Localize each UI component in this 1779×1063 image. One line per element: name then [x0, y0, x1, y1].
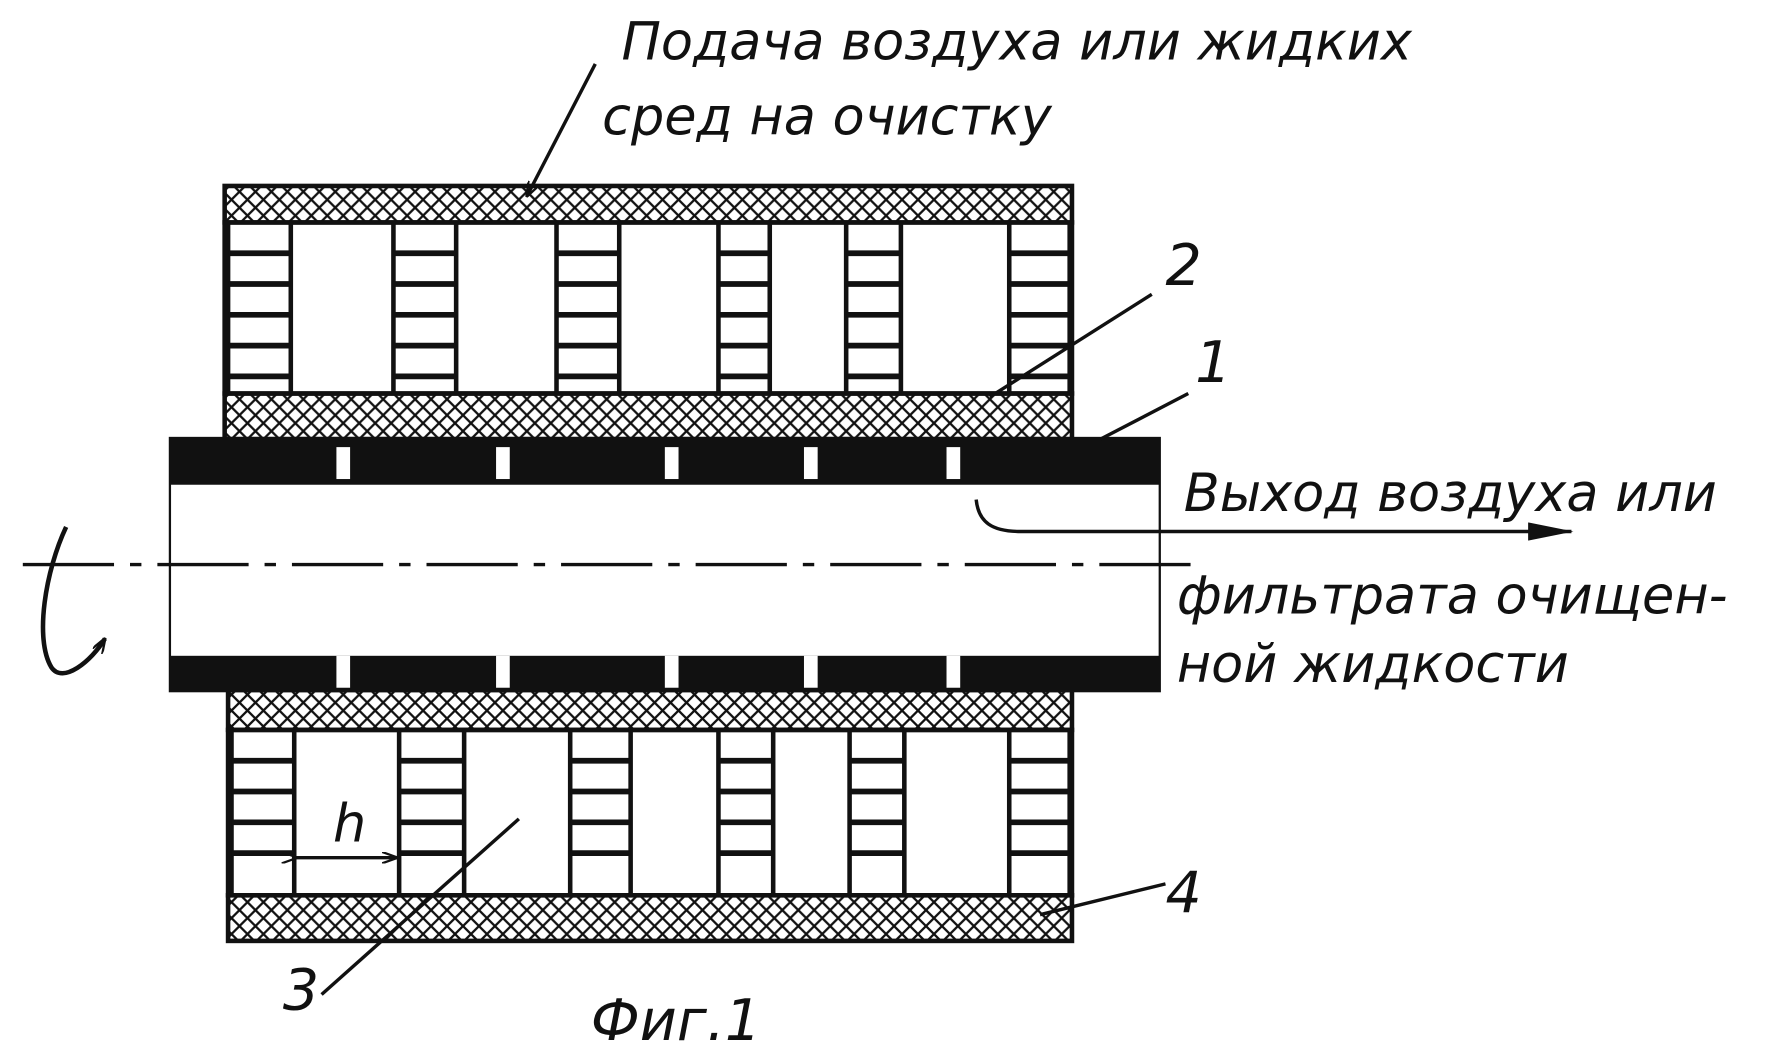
inlet-arrow-icon	[527, 64, 595, 196]
tube-hole	[665, 656, 679, 688]
upper-chamber	[225, 222, 1072, 393]
outlet-label-line3: ной жидкости	[1177, 634, 1569, 695]
callout-4: 4	[1165, 860, 1201, 926]
outlet-label-line2: фильтрата очищен-	[1177, 566, 1728, 627]
dimension-h-label: h	[333, 794, 366, 855]
figure-caption: Фиг.1	[591, 988, 761, 1054]
tube-hole	[947, 656, 961, 688]
callout-3: 3	[283, 957, 319, 1023]
tube-hole	[804, 656, 818, 688]
inlet-label-line2: сред на очистку	[602, 87, 1053, 148]
inner-filter-bottom	[228, 690, 1072, 730]
callout-2: 2	[1165, 233, 1201, 299]
outer-filter-bottom	[228, 895, 1072, 941]
callout-1: 1	[1195, 330, 1231, 396]
tube-hole	[496, 656, 510, 688]
tube-hole	[947, 447, 961, 479]
outlet-label-line1: Выход воздуха или	[1184, 463, 1717, 524]
tube-hole	[336, 656, 350, 688]
inlet-label-line1: Подача воздуха или жидких	[622, 11, 1413, 72]
tube-hole	[665, 447, 679, 479]
leader-1	[1100, 394, 1188, 440]
tube-hole	[336, 447, 350, 479]
tube-hole	[804, 447, 818, 479]
outer-filter-top	[225, 186, 1072, 222]
rotation-arrow-icon	[43, 527, 105, 673]
inner-filter-top	[225, 394, 1072, 440]
tube-hole	[496, 447, 510, 479]
tube-bore	[171, 485, 1159, 656]
